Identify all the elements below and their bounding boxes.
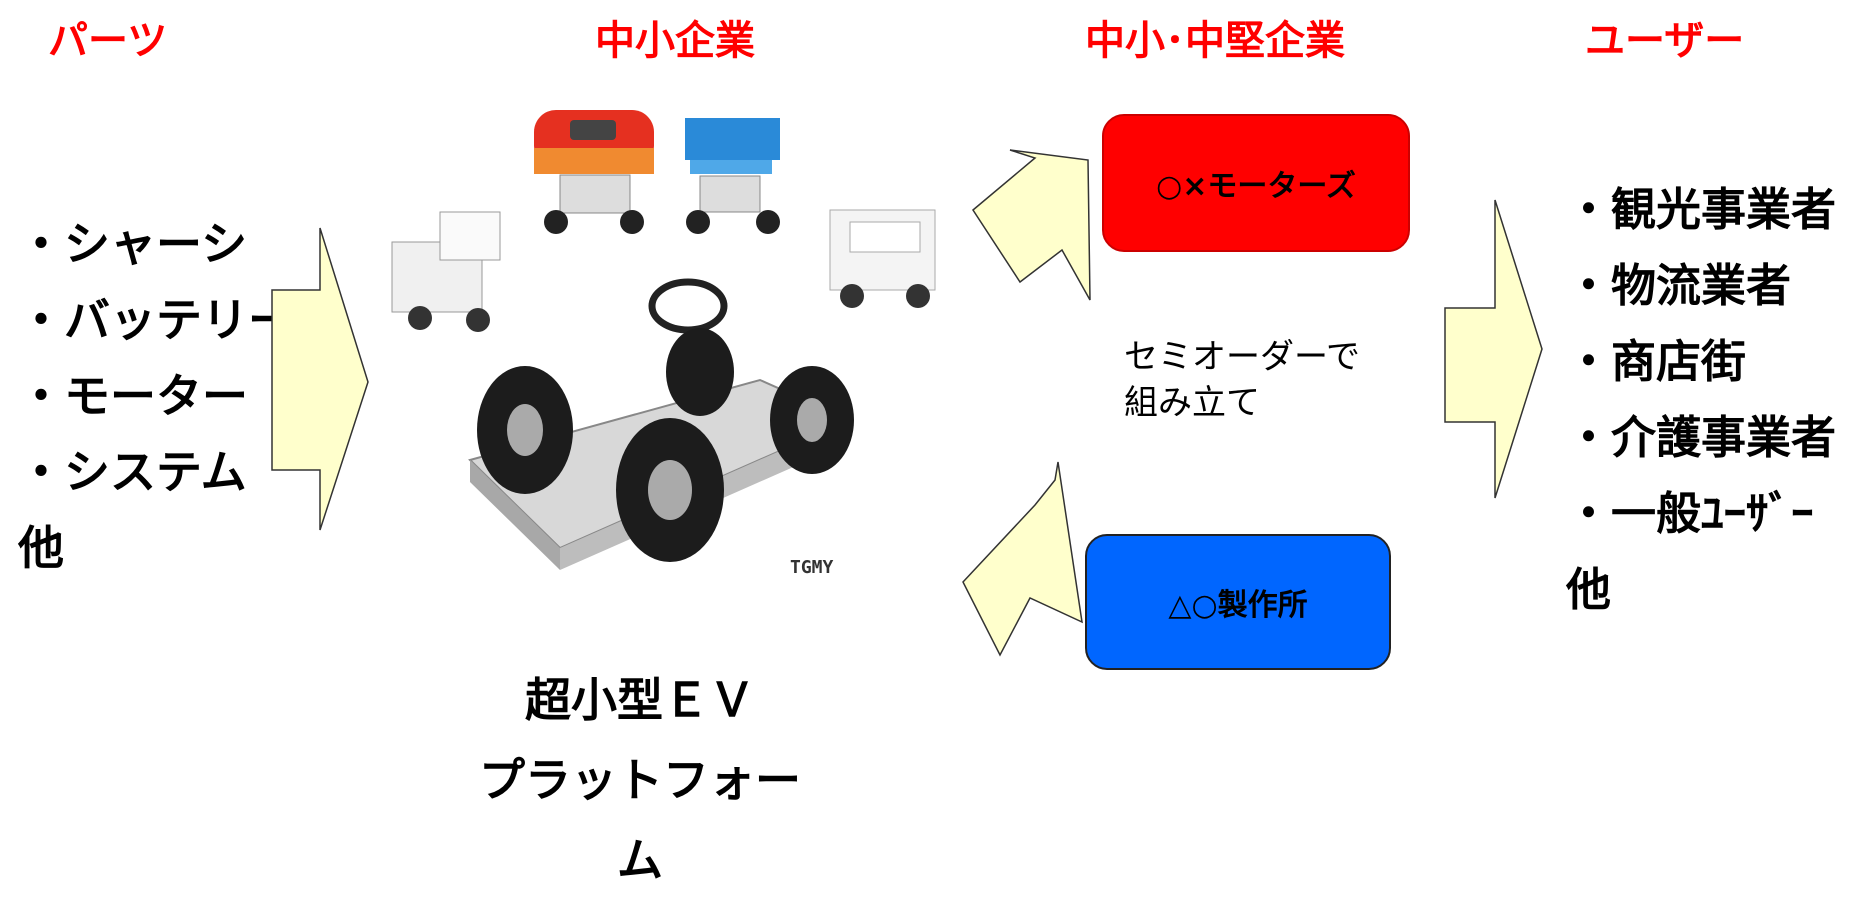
users-item: ・商店街 bbox=[1566, 335, 1747, 388]
arrow-parts-to-platform bbox=[271, 227, 369, 531]
chassis-logo: TGMY bbox=[790, 557, 834, 578]
semi-order-line: セミオーダーで bbox=[1124, 337, 1360, 377]
parts-item: 他 bbox=[18, 521, 64, 575]
platform-caption: 超小型ＥＶ プラットフォーム bbox=[470, 660, 810, 900]
semi-order-line: 組み立て bbox=[1124, 383, 1260, 423]
platform-title-line: プラットフォーム bbox=[479, 753, 801, 887]
diagram-graphics bbox=[271, 110, 1543, 657]
header-mid-enterprise: 中小･中堅企業 bbox=[1085, 18, 1345, 64]
company-a-label: ○×モーターズ bbox=[1156, 169, 1356, 204]
arrow-to-company-a bbox=[972, 149, 1091, 301]
header-users: ユーザー bbox=[1585, 18, 1745, 64]
users-list: ・観光事業者 ・物流業者 ・商店街 ・介護事業者 ・一般ﾕｰｻﾞｰ 他 bbox=[1566, 172, 1836, 628]
platform-title-line: 超小型ＥＶ bbox=[525, 673, 755, 727]
users-item: ・物流業者 bbox=[1566, 259, 1792, 312]
company-a-box: ○×モーターズ bbox=[1102, 114, 1410, 252]
users-item: 他 bbox=[1566, 563, 1612, 616]
white-pickup-icon bbox=[391, 211, 501, 332]
users-item: ・一般ﾕｰｻﾞｰ bbox=[1566, 487, 1814, 540]
white-cart-icon bbox=[829, 209, 936, 308]
users-item: ・介護事業者 bbox=[1566, 411, 1837, 464]
red-cabin-car-icon bbox=[534, 110, 654, 234]
parts-item: ・シャーシ bbox=[18, 217, 248, 271]
parts-list: ・シャーシ ・バッテリー ・モーター ・システム 他 bbox=[18, 206, 294, 586]
parts-item: ・モーター bbox=[18, 369, 248, 423]
company-b-box: △○製作所 bbox=[1085, 534, 1391, 670]
parts-item: ・システム bbox=[18, 445, 247, 499]
semi-order-text: セミオーダーで 組み立て bbox=[1124, 334, 1360, 426]
header-sme: 中小企業 bbox=[595, 18, 755, 64]
company-b-label: △○製作所 bbox=[1168, 588, 1308, 623]
blue-pickup-icon bbox=[685, 118, 780, 234]
arrow-to-users bbox=[1444, 199, 1543, 499]
arrow-to-company-b bbox=[962, 461, 1083, 657]
users-item: ・観光事業者 bbox=[1566, 183, 1837, 236]
header-parts: パーツ bbox=[48, 18, 168, 64]
parts-item: ・バッテリー bbox=[18, 293, 294, 347]
ev-chassis-icon bbox=[468, 278, 854, 570]
